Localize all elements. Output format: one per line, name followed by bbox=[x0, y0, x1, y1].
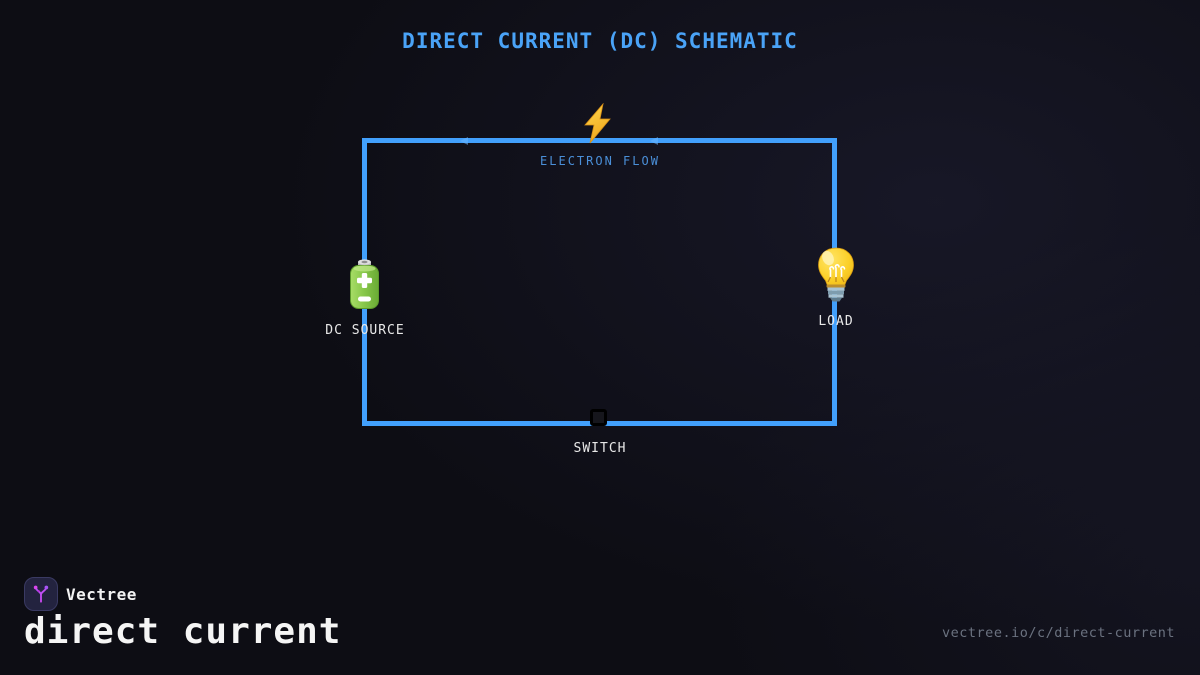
brand-name: Vectree bbox=[66, 585, 137, 604]
vectree-logo bbox=[24, 577, 58, 611]
battery-icon bbox=[348, 259, 381, 314]
switch-label: SWITCH bbox=[573, 441, 627, 456]
electron-flow-arrow-icon bbox=[460, 137, 468, 145]
page-title: DIRECT CURRENT (DC) SCHEMATIC bbox=[402, 29, 798, 53]
load-label: LOAD bbox=[818, 314, 854, 329]
circuit-wire-loop bbox=[362, 138, 837, 426]
dc-source-label: DC SOURCE bbox=[325, 323, 405, 338]
vectree-branch-icon bbox=[33, 585, 49, 603]
lightning-bolt-icon bbox=[581, 102, 619, 148]
square-switch-icon bbox=[590, 409, 607, 426]
page-url: vectree.io/c/direct-current bbox=[942, 625, 1175, 641]
electron-flow-label: ELECTRON FLOW bbox=[540, 154, 660, 168]
light-bulb-icon bbox=[815, 247, 857, 308]
electron-flow-arrow-icon bbox=[650, 137, 658, 145]
topic-title: direct current bbox=[24, 611, 342, 652]
